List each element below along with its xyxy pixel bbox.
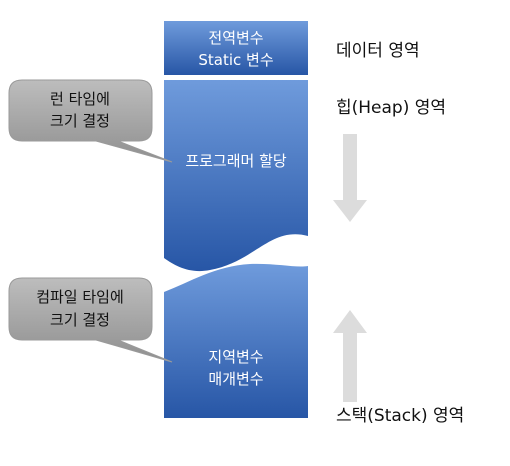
stack-segment-line1: 지역변수: [208, 348, 263, 366]
heap-segment-label: 프로그래머 할당: [185, 152, 287, 170]
heap-growth-arrow-icon: [333, 134, 367, 222]
runtime-callout-line2: 크기 결정: [50, 112, 110, 130]
stack-area-label: 스택(Stack) 영역: [336, 406, 464, 426]
compile-callout-bubble: 컴파일 타임에 크기 결정: [8, 277, 173, 363]
data-segment-block: 전역변수 Static 변수: [164, 21, 308, 75]
compile-callout-line1: 컴파일 타임에: [36, 288, 124, 306]
compile-callout-shape: [8, 277, 173, 363]
heap-area-label: 힙(Heap) 영역: [336, 98, 446, 118]
stack-growth-arrow-icon: [333, 310, 367, 402]
stack-segment-shape: [164, 263, 308, 418]
stack-segment-block: 지역변수 매개변수: [164, 263, 308, 418]
heap-segment-block: 프로그래머 할당: [164, 80, 308, 272]
heap-segment-shape: [164, 80, 308, 272]
stack-segment-line2: 매개변수: [208, 370, 263, 388]
data-segment-line1: 전역변수: [208, 29, 263, 47]
runtime-callout-shape: [8, 79, 173, 163]
data-segment-shape: [164, 21, 308, 75]
runtime-callout-bubble: 런 타임에 크기 결정: [8, 79, 173, 163]
data-area-label: 데이터 영역: [336, 41, 420, 61]
runtime-callout-line1: 런 타임에: [50, 90, 110, 108]
data-segment-line2: Static 변수: [198, 51, 273, 69]
compile-callout-line2: 크기 결정: [50, 311, 110, 329]
